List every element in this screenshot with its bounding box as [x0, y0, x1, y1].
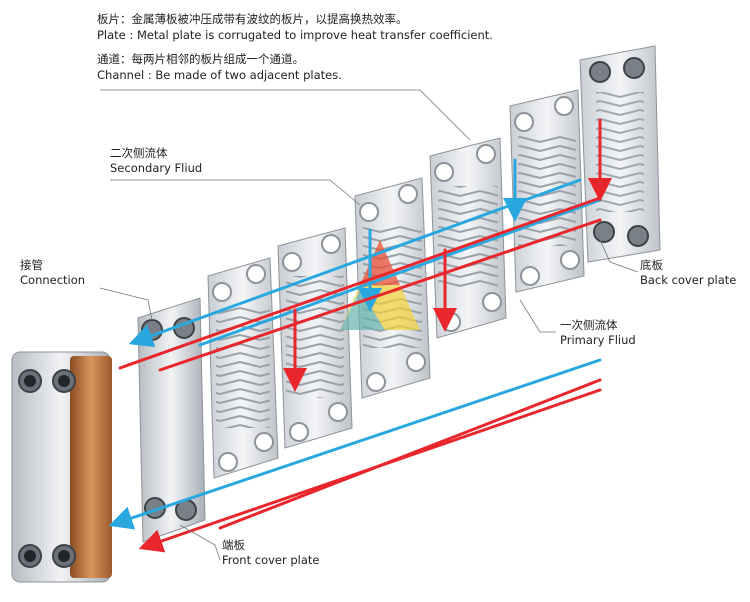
primary-label-en: Primary Fliud — [560, 333, 636, 347]
assembled-exchanger — [11, 351, 112, 583]
front-cover-label-cn: 端板 — [222, 538, 245, 552]
plate-label-cn: 板片：金属薄板被冲压成带有波纹的板片，以提高换热效率。 — [97, 12, 408, 26]
leader-lines — [99, 89, 639, 561]
plate-port-hole — [398, 184, 418, 204]
back-cover-plate — [579, 45, 661, 263]
back-cover-label-en: Back cover plate — [640, 273, 737, 287]
plate-port-hole — [406, 352, 426, 372]
plate-port-hole — [282, 252, 302, 272]
plate-corrugation — [216, 306, 270, 428]
connection-label-cn: 接管 — [20, 258, 43, 272]
plate-port-hole — [254, 432, 274, 452]
plate-port-hole — [212, 282, 232, 302]
plate-port-hole — [289, 422, 309, 442]
channel-label-en: Channel : Be made of two adjacent plates… — [97, 68, 342, 82]
secondary-label-cn: 二次侧流体 — [110, 146, 168, 160]
plate-port-hole — [514, 112, 534, 132]
plate-port-hole — [434, 162, 454, 182]
secondary-flow-lines — [108, 158, 602, 530]
primary-label-cn: 一次侧流体 — [560, 318, 618, 332]
secondary-label-en: Secondary Fliud — [110, 161, 203, 175]
primary-flow-lines — [118, 118, 612, 553]
plate-port-hole — [328, 402, 348, 422]
connection-label-en: Connection — [20, 273, 86, 287]
plate-port-hole — [554, 96, 574, 116]
front-cover-label-en: Front cover plate — [222, 553, 320, 567]
plate-port-hole — [366, 372, 386, 392]
plate-port-hole — [246, 264, 266, 284]
plate-port-hole — [359, 202, 379, 222]
plate-port-hole — [321, 234, 341, 254]
plate-port-hole — [218, 452, 238, 472]
plate-port-hole — [482, 292, 502, 312]
plate-port-hole — [476, 144, 496, 164]
plate-port-hole — [520, 266, 540, 286]
channel-label-cn: 通道：每两片相邻的板片组成一个通道。 — [97, 52, 304, 66]
back-cover-label-cn: 底板 — [640, 258, 663, 272]
plate-label-en: Plate : Metal plate is corrugated to imp… — [97, 28, 493, 42]
plate-port-hole — [560, 250, 580, 270]
